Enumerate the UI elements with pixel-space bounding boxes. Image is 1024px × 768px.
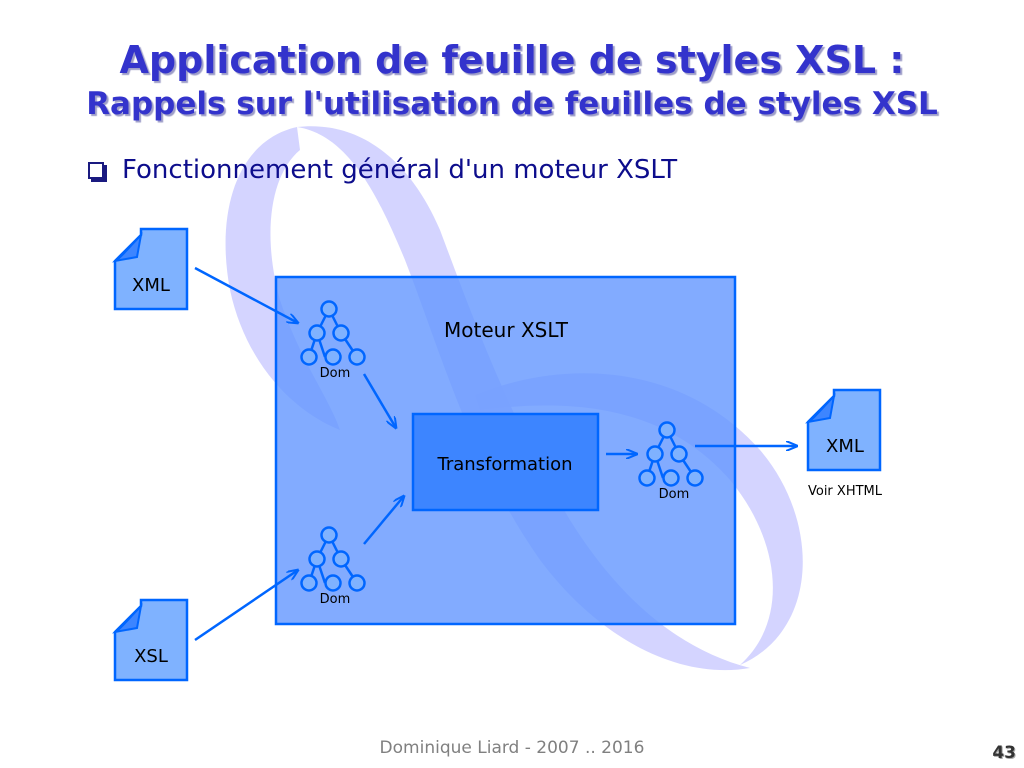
- page-number: 43: [992, 743, 1016, 763]
- arrow-xsl-to-dom: [194, 570, 298, 642]
- arrow-xml-dom-to-transformation: [362, 373, 396, 428]
- transformation-label: Transformation: [436, 454, 572, 475]
- slide-title: Application de feuille de styles XSL :: [119, 38, 905, 82]
- slide-subtitle: Rappels sur l'utilisation de feuilles de…: [86, 86, 938, 122]
- xml-document-icon: [113, 227, 189, 311]
- xml-input-label: XML: [132, 275, 170, 296]
- arrow-xml-to-dom: [194, 266, 298, 323]
- dom-label-xsl: Dom: [320, 592, 351, 607]
- transformation-box: [411, 412, 600, 512]
- output-caption: Voir XHTML: [808, 484, 883, 499]
- xml-output-label: XML: [826, 436, 864, 457]
- engine-label: Moteur XSLT: [444, 318, 569, 342]
- footer-author: Dominique Liard - 2007 .. 2016: [379, 738, 645, 758]
- arrow-xsl-dom-to-transformation: [363, 496, 404, 545]
- xsl-input-label: XSL: [134, 646, 168, 667]
- dom-label-xml: Dom: [320, 366, 351, 381]
- bullet-text: Fonctionnement général d'un moteur XSLT: [122, 155, 678, 185]
- xml-output-document-icon: [806, 388, 882, 472]
- checkbox-bullet-icon: [88, 161, 104, 179]
- xsl-document-icon: [113, 598, 189, 682]
- dom-label-output: Dom: [659, 487, 690, 502]
- bullet-item: Fonctionnement général d'un moteur XSLT: [88, 155, 677, 185]
